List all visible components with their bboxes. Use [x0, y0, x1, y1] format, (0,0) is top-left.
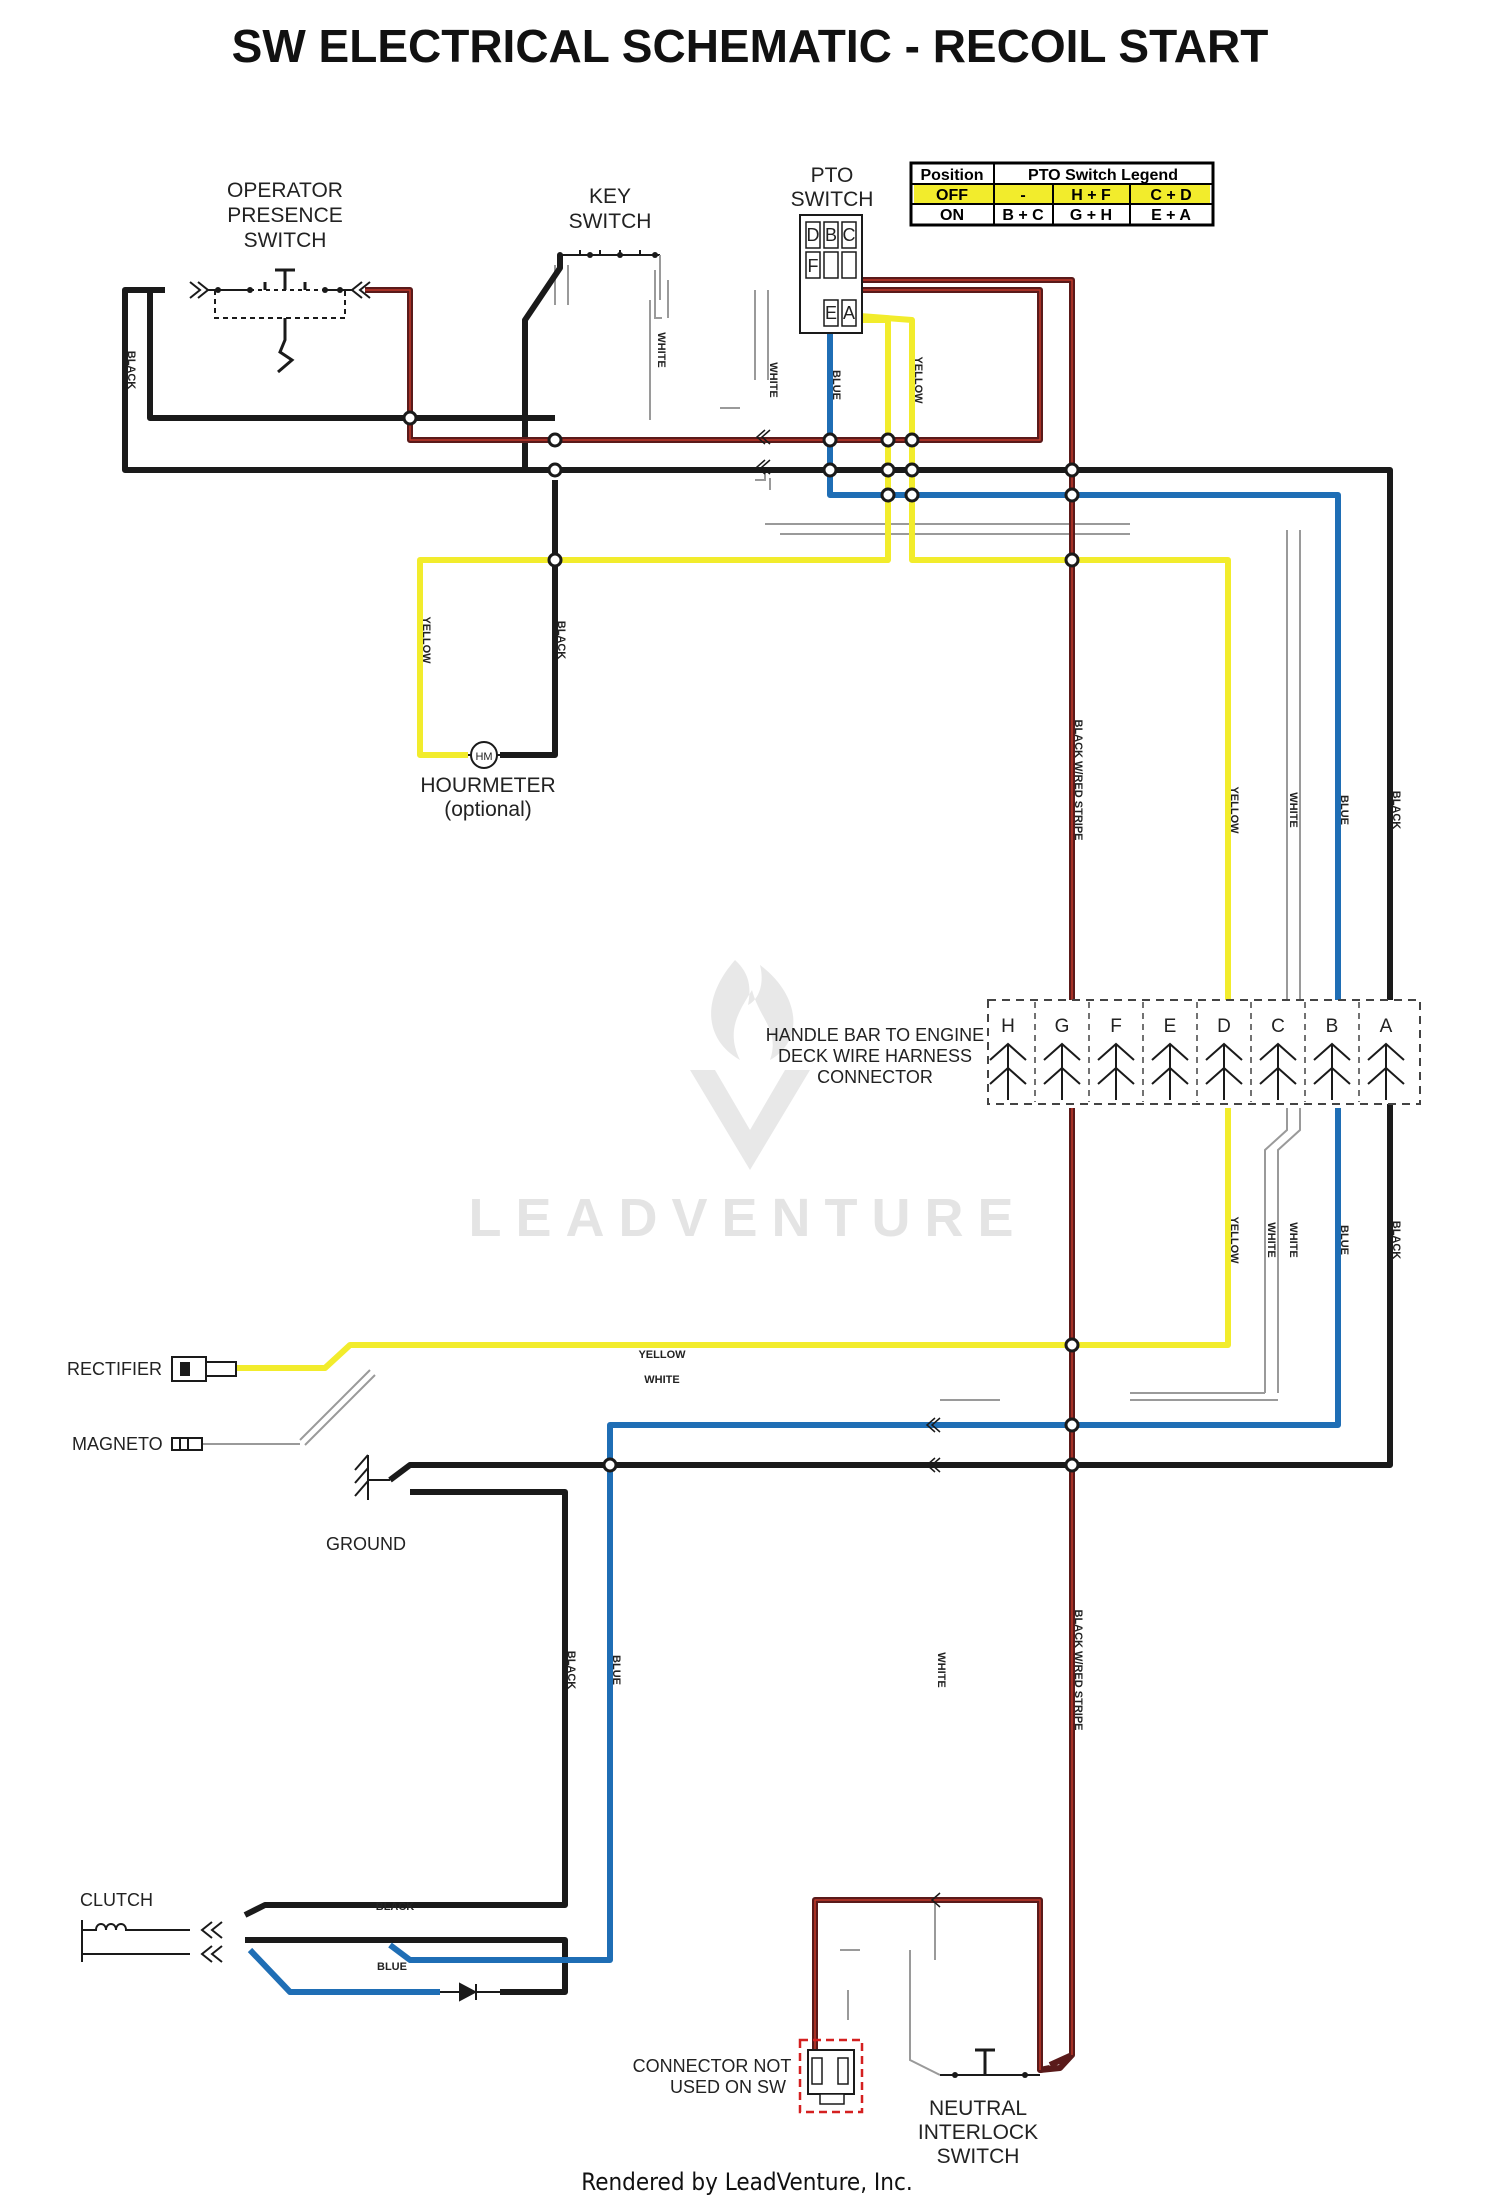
harness-connector: HANDLE BAR TO ENGINE DECK WIRE HARNESS C…	[766, 999, 1421, 1105]
legend-header-title: PTO Switch Legend	[1028, 167, 1178, 184]
neutral-interlock-label-2: INTERLOCK	[918, 2121, 1038, 2144]
magneto: MAGNETO	[72, 1434, 203, 1454]
harness-label-2: DECK WIRE HARNESS	[778, 1046, 972, 1066]
diode	[440, 1982, 500, 2002]
legend-off-position: OFF	[936, 187, 968, 204]
operator-presence-label-3: SWITCH	[244, 229, 327, 252]
wire-label-yellow-5: YELLOW	[638, 1349, 686, 1361]
white-wires	[200, 265, 1301, 2076]
legend-header-position: Position	[920, 167, 983, 184]
wire-label-yellow-4: YELLOW	[1228, 1216, 1240, 1264]
legend-on-position: ON	[940, 207, 964, 224]
wire-label-blue-3: BLUE	[1338, 1225, 1350, 1255]
wire-label-black-6: BLACK	[376, 1901, 415, 1913]
wire-label-blue-1: BLUE	[830, 370, 842, 400]
neutral-interlock-label-1: NEUTRAL	[929, 2097, 1027, 2120]
wire-label-white-6: WHITE	[644, 1374, 679, 1386]
wire-label-black-red-2: BLACK W/RED STRIPE	[1072, 1610, 1084, 1731]
wire-label-black-3: BLACK	[1390, 791, 1402, 830]
crossover-hops	[402, 410, 1080, 1473]
operator-presence-label-2: PRESENCE	[227, 204, 343, 227]
wire-label-white-2: WHITE	[767, 362, 779, 397]
hourmeter-label: HOURMETER	[420, 774, 555, 797]
legend-off-col2: H + F	[1071, 187, 1111, 204]
key-switch-label-1: KEY	[589, 185, 631, 208]
wire-label-white-4: WHITE	[1265, 1222, 1277, 1257]
connector-letter-c: C	[1271, 1016, 1285, 1037]
connector-not-used-label-1: CONNECTOR NOT	[633, 2056, 792, 2076]
wire-label-white-1: WHITE	[655, 332, 667, 367]
connector-not-used-label-2: USED ON SW	[670, 2077, 786, 2097]
wire-label-black-1: BLACK	[125, 351, 137, 390]
pto-switch-label-1: PTO	[811, 164, 854, 187]
wire-label-white-5: WHITE	[1287, 1222, 1299, 1257]
legend-on-col3: E + A	[1151, 207, 1191, 224]
hourmeter-symbol: HM	[475, 751, 492, 763]
key-switch: KEY SWITCH	[557, 185, 661, 420]
legend-on-col2: G + H	[1070, 207, 1112, 224]
magneto-label: MAGNETO	[72, 1434, 163, 1454]
wire-label-white-7: WHITE	[935, 1652, 947, 1687]
connector-letter-b: B	[1326, 1016, 1339, 1037]
pto-pin-d: D	[807, 225, 820, 245]
pto-switch-label-2: SWITCH	[791, 188, 874, 211]
operator-presence-switch: OPERATOR PRESENCE SWITCH	[189, 179, 371, 374]
watermark-text: LEADVENTURE	[468, 1188, 1027, 1248]
rectifier-label: RECTIFIER	[67, 1359, 162, 1379]
wire-label-yellow-3: YELLOW	[1228, 786, 1240, 834]
wire-label-white-3: WHITE	[1287, 792, 1299, 827]
legend-on-col1: B + C	[1002, 207, 1044, 224]
legend-off-col3: C + D	[1150, 187, 1191, 204]
diagram-title: SW ELECTRICAL SCHEMATIC - RECOIL START	[232, 20, 1269, 72]
hourmeter: HM HOURMETER (optional)	[420, 741, 556, 821]
pto-pin-e: E	[825, 303, 837, 323]
wire-label-black-red-1: BLACK W/RED STRIPE	[1072, 720, 1084, 841]
black-wires	[122, 255, 1393, 1995]
pto-pin-c: C	[843, 225, 856, 245]
wire-label-blue-4: BLUE	[610, 1655, 622, 1685]
ground: GROUND	[326, 1454, 406, 1554]
legend-off-col1: -	[1020, 187, 1025, 204]
pto-switch: PTO SWITCH D B C F E A	[791, 164, 874, 334]
neutral-interlock-switch: NEUTRAL INTERLOCK SWITCH	[918, 2048, 1040, 2168]
watermark-flame-icon	[711, 960, 794, 1060]
connector-letter-e: E	[1164, 1016, 1177, 1037]
watermark-v-icon	[690, 1070, 810, 1170]
pto-pin-f: F	[808, 256, 819, 276]
wire-label-black-4: BLACK	[1390, 1221, 1402, 1260]
connector-letter-a: A	[1380, 1016, 1393, 1037]
hourmeter-note: (optional)	[444, 798, 532, 821]
pto-pin-b: B	[825, 225, 837, 245]
harness-label-3: CONNECTOR	[817, 1067, 933, 1087]
key-switch-label-2: SWITCH	[569, 210, 652, 233]
wire-label-yellow-1: YELLOW	[912, 356, 924, 404]
black-red-wires	[365, 277, 1075, 2073]
yellow-wires	[236, 313, 1231, 1371]
wire-label-black-2: BLACK	[555, 621, 567, 660]
wire-label-blue-5: BLUE	[377, 1961, 407, 1973]
pto-legend-table: Position PTO Switch Legend OFF - H + F C…	[909, 161, 1215, 227]
wire-label-black-5: BLACK	[565, 1651, 577, 1690]
wire-label-yellow-2: YELLOW	[420, 616, 432, 664]
operator-presence-label-1: OPERATOR	[227, 179, 343, 202]
blue-wires	[247, 320, 1341, 1995]
connector-letter-d: D	[1217, 1016, 1231, 1037]
harness-label-1: HANDLE BAR TO ENGINE	[766, 1025, 984, 1045]
neutral-interlock-label-3: SWITCH	[937, 2145, 1020, 2168]
connector-not-used: CONNECTOR NOT USED ON SW	[633, 2038, 864, 2114]
pto-pin-a: A	[843, 303, 855, 323]
connector-letter-h: H	[1001, 1016, 1015, 1037]
watermark: LEADVENTURE	[468, 960, 1027, 1248]
ground-label: GROUND	[326, 1534, 406, 1554]
connector-letter-g: G	[1055, 1016, 1070, 1037]
wire-label-blue-2: BLUE	[1338, 795, 1350, 825]
clutch-label: CLUTCH	[80, 1890, 153, 1910]
clutch: CLUTCH	[80, 1890, 223, 1963]
wire-labels: BLACK WHITE WHITE BLUE YELLOW YELLOW BLA…	[125, 332, 1402, 1973]
connector-letter-f: F	[1110, 1016, 1122, 1037]
rectifier: RECTIFIER	[67, 1356, 237, 1382]
inline-connectors	[755, 429, 941, 1908]
footer-credit: Rendered by LeadVenture, Inc.	[581, 2168, 912, 2196]
